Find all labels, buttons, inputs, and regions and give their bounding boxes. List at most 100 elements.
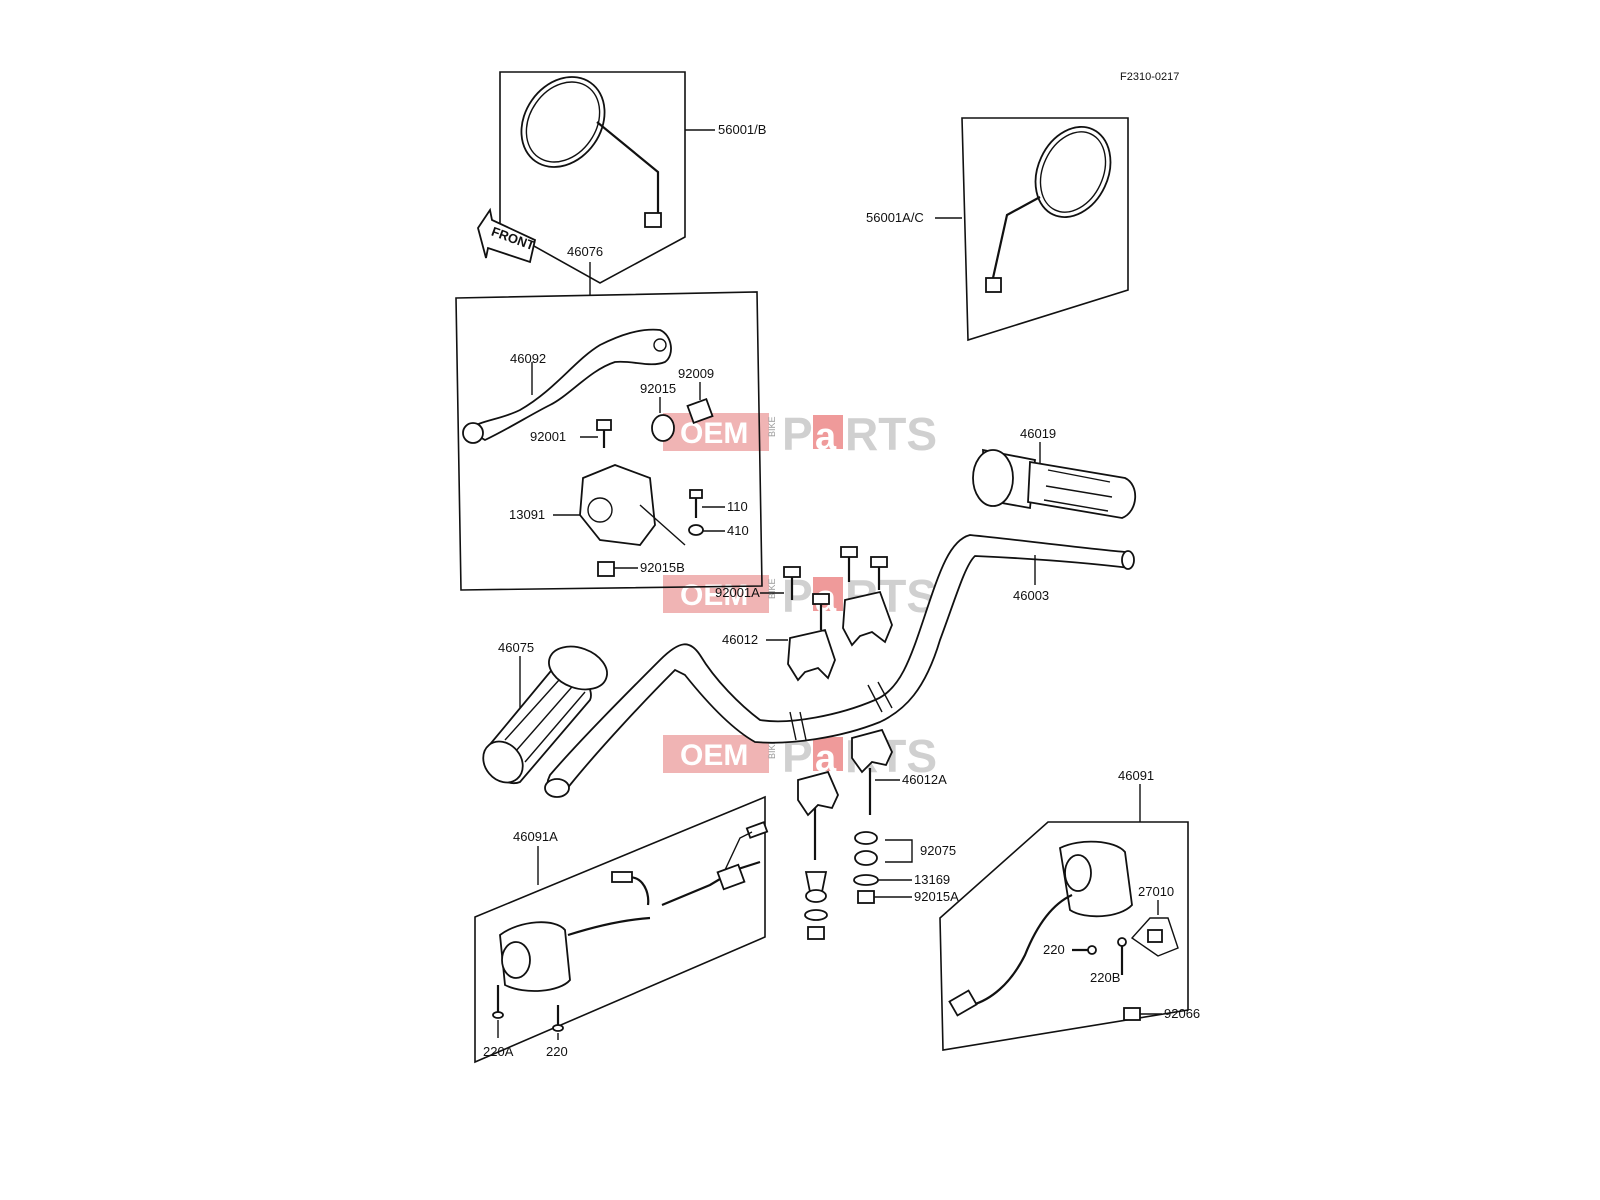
label-110: 110 [727,499,748,514]
label-92075: 92075 [920,843,956,858]
label-220A: 220A [483,1044,514,1059]
clamp-bolt[interactable] [812,593,830,630]
handlebar-clamp-right[interactable] [842,590,893,647]
watermark-p-text: P [782,408,813,460]
washer-13169[interactable] [853,874,879,886]
screw-220B-head [1117,937,1127,947]
clamp-bolt[interactable] [783,566,801,600]
throttle-grip[interactable] [1027,460,1137,519]
right-mirror-head[interactable] [1021,115,1124,230]
label-220-right: 220 [1043,942,1065,957]
left-switch-connector-1[interactable] [611,871,633,883]
clamp-bolt[interactable] [870,556,888,590]
label-27010: 27010 [1138,884,1174,899]
clutch-lever-pivot [653,338,667,352]
nut-left[interactable] [807,926,825,940]
watermark-red-band [663,735,769,773]
lower-holder-group: 46012A 92075 13169 92015A [797,728,959,940]
nut-92015A[interactable] [857,890,875,904]
label-220B: 220B [1090,970,1120,985]
damper-left-base [805,889,827,903]
label-92001A: 92001A [715,585,760,600]
right-switch-group: 46091 27010 220 220B 92066 [939,768,1200,1051]
screw-220A-head [492,1011,504,1019]
lever-holder-13091[interactable] [579,464,656,546]
damper-92075-bottom[interactable] [854,850,878,866]
lower-holder-right[interactable] [851,728,893,774]
label-46003: 46003 [1013,588,1049,603]
right-switch-cable [971,893,1073,1007]
right-switch-bore [1064,854,1092,892]
label-46012: 46012 [722,632,758,647]
label-56001AC: 56001A/C [866,210,924,225]
lower-holder-left[interactable] [797,770,839,817]
clamp-bolt[interactable] [840,546,858,582]
watermark-bike-text: BIKE [767,416,777,437]
screw-92066[interactable] [1123,1007,1141,1021]
bolt-head [783,566,801,578]
bolt-92001-head[interactable] [596,419,612,431]
watermark-bike-text: BIKE [767,738,777,759]
clutch-lever-ball [462,422,484,444]
left-mirror-stem [596,121,660,215]
label-56001B: 56001/B [718,122,766,137]
left-mirror-nut[interactable] [644,212,662,228]
left-switch-connector-2[interactable] [716,863,746,891]
watermark-red-band [663,413,769,451]
washer-left[interactable] [804,909,828,921]
left-switch-cable [567,916,651,937]
right-switch-connector[interactable] [948,989,978,1017]
screw-110-head[interactable] [689,489,703,499]
nut-92015B[interactable] [597,561,615,577]
switch-27010[interactable] [1147,929,1163,943]
watermark-red-band [663,575,769,613]
front-arrow: FRONT [477,207,537,264]
damper-left[interactable] [804,871,828,893]
label-92015B: 92015B [640,560,685,575]
watermark-rts-text: RTS [845,408,937,460]
lever-holder-bore [587,497,613,523]
handlebar-left-end [544,778,570,798]
left-mirror-head[interactable] [504,61,621,183]
watermark-p-text: P [782,570,813,622]
label-46091: 46091 [1118,768,1154,783]
handlebar-group: 46003 [544,534,1135,798]
label-13169: 13169 [914,872,950,887]
switch-27010-frame [1130,917,1179,957]
damper-92075-top[interactable] [854,831,878,845]
left-switch-connector-3[interactable] [745,821,769,839]
label-92009: 92009 [678,366,714,381]
label-92066: 92066 [1164,1006,1200,1021]
label-92001: 92001 [530,429,566,444]
watermark-a-text: a [815,738,837,780]
label-220-left: 220 [546,1044,568,1059]
diagram-code: F2310-0217 [1120,71,1179,83]
right-mirror-box [961,117,1129,342]
bolt-head [870,556,888,568]
upper-clamp-group: 92001A 46012 [715,546,893,682]
label-46092: 46092 [510,351,546,366]
handlebar-clamp-left[interactable] [787,628,836,682]
bracket-92075 [885,839,913,863]
screw-220-left-head [552,1024,564,1032]
left-grip-group: 46075 [482,640,608,785]
watermark-a-badge [813,737,843,771]
label-46076: 46076 [567,244,603,259]
left-switch-wire-3 [724,831,753,871]
watermark-a-text: a [815,416,837,458]
right-mirror-nut[interactable] [985,277,1002,293]
right-mirror-stem [991,196,1041,279]
throttle-flange [972,449,1014,507]
label-46019: 46019 [1020,426,1056,441]
left-grip-end [482,740,524,784]
locknut-92015[interactable] [651,414,675,442]
adjuster-92009[interactable] [686,397,714,425]
watermark-oem-text: OEM [680,417,748,450]
label-46091A: 46091A [513,829,558,844]
left-mirror-glass [525,81,601,163]
clutch-lever-box [455,291,763,591]
clutch-lever[interactable] [466,328,672,442]
screw-220-right-head [1087,945,1097,955]
washer-410[interactable] [688,524,704,536]
